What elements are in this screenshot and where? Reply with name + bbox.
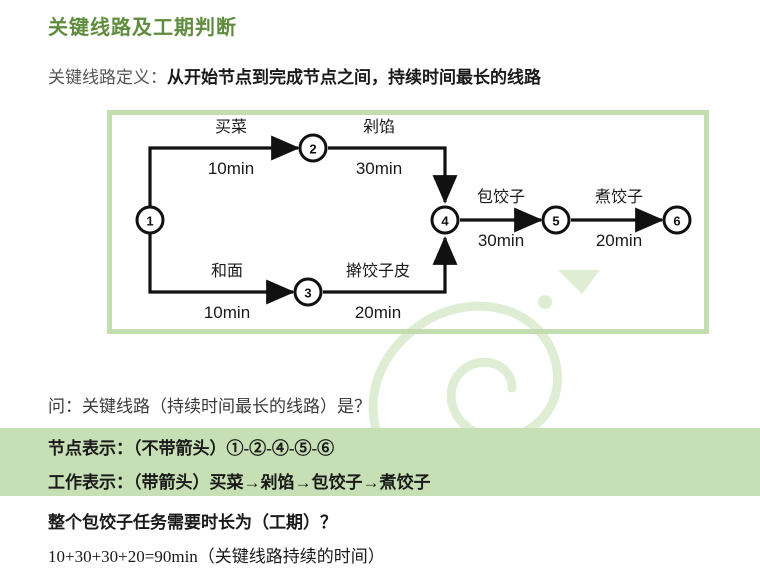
- edge-label-zhujiaozi: 煮饺子: [595, 188, 643, 206]
- diagram-node-3: 3: [293, 277, 323, 307]
- edge-duration-3-4: 20min: [355, 303, 401, 322]
- edge-label-hemian: 和面: [211, 262, 243, 280]
- node-label: 6: [673, 214, 680, 229]
- activity-notation-line: 工作表示：（带箭头）买菜→剁馅→包饺子→煮饺子: [48, 473, 431, 492]
- edge-label-duoxian: 剁馅: [363, 118, 395, 136]
- network-diagram: 1 2 3 4 5 6 买菜 剁馅 和面 擀饺子皮 包饺子 煮饺子 10min: [135, 118, 692, 322]
- edge-duration-2-4: 30min: [356, 159, 402, 178]
- node-notation-line: 节点表示：（不带箭头）①-②-④-⑤-⑥: [48, 439, 335, 458]
- node-label: 3: [304, 286, 311, 301]
- edge-1-2: [148, 135, 300, 207]
- edge-label-maicai: 买菜: [215, 118, 247, 136]
- node-label: 1: [146, 214, 153, 229]
- edge-duration-4-5: 30min: [478, 231, 524, 250]
- conclusion-answer: 10+30+30+20=90min（关键线路持续的时间）: [48, 547, 385, 566]
- edge-2-4: [328, 146, 458, 204]
- node-label: 2: [309, 142, 316, 157]
- page-title: 关键线路及工期判断: [48, 17, 237, 39]
- edge-label-baojiaozi: 包饺子: [477, 188, 525, 206]
- diagram-node-6: 6: [662, 205, 692, 235]
- definition-line: 关键线路定义：从开始节点到完成节点之间，持续时间最长的线路: [48, 63, 541, 88]
- edge-1-3: [148, 233, 295, 305]
- edge-duration-1-2: 10min: [208, 159, 254, 178]
- node-label: 4: [441, 214, 449, 229]
- edge-label-ganjiaozipi: 擀饺子皮: [346, 262, 410, 280]
- edge-3-4: [323, 236, 458, 294]
- diagram-node-5: 5: [541, 205, 571, 235]
- definition-lead: 关键线路定义：: [48, 68, 167, 87]
- edge-duration-5-6: 20min: [596, 231, 642, 250]
- definition-body: 从开始节点到完成节点之间，持续时间最长的线路: [167, 68, 541, 87]
- conclusion-question: 整个包饺子任务需要时长为（工期）？: [48, 513, 337, 532]
- diagram-node-4: 4: [430, 205, 460, 235]
- diagram-node-1: 1: [135, 205, 165, 235]
- edge-duration-1-3: 10min: [204, 303, 250, 322]
- node-label: 5: [552, 214, 559, 229]
- diagram-node-2: 2: [298, 133, 328, 163]
- question-line: 问：关键线路（持续时间最长的线路）是？: [48, 397, 371, 416]
